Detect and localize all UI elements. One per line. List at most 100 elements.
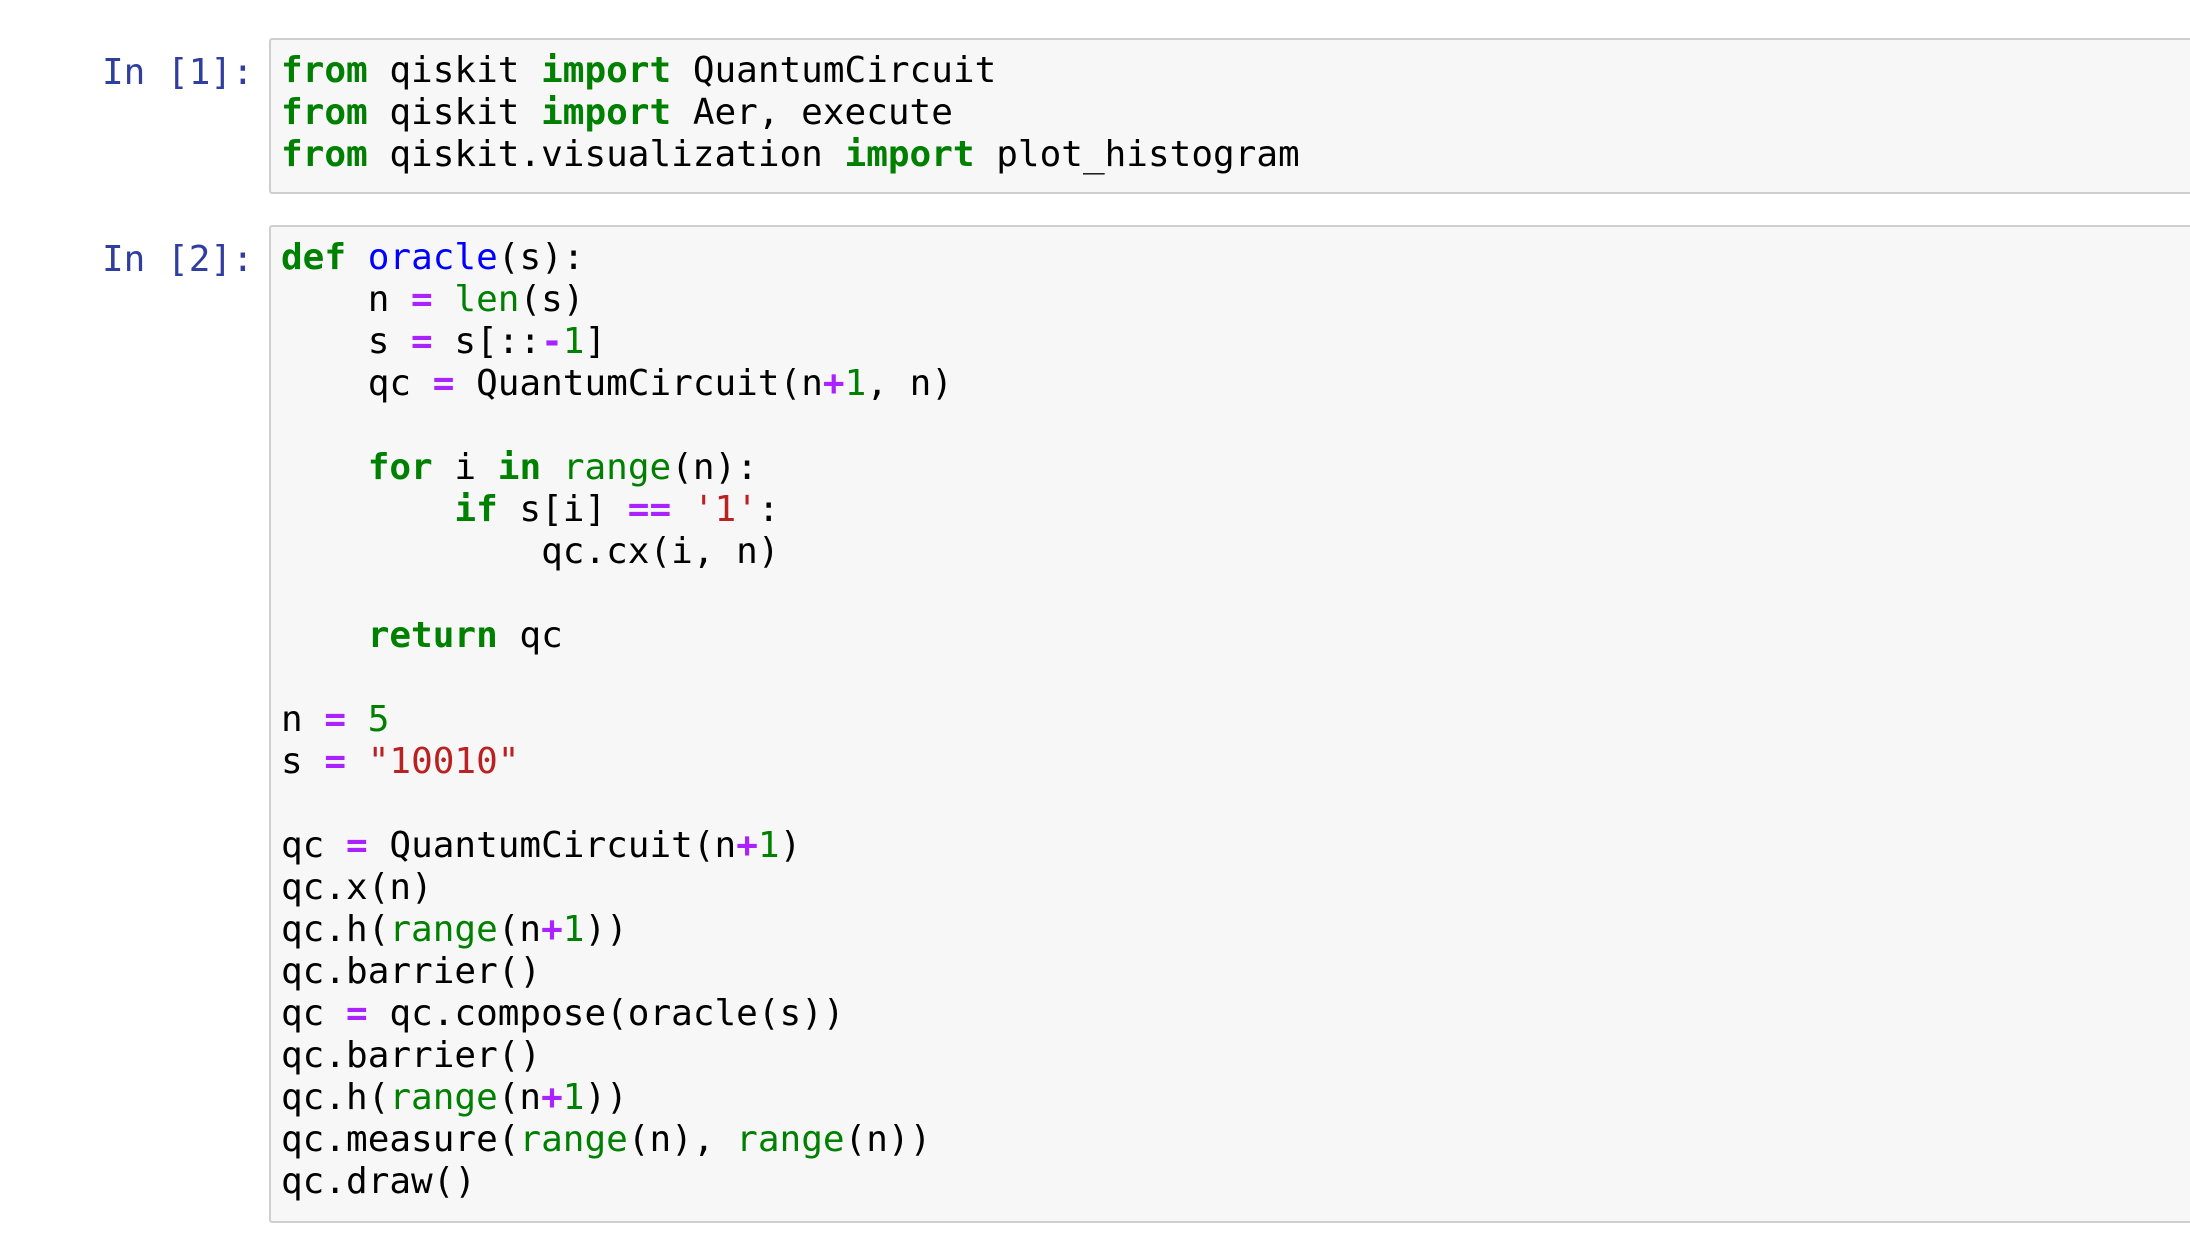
code-token: - (541, 321, 563, 362)
code-token: s[i] (497, 489, 628, 530)
code-token (346, 741, 368, 782)
code-token: (s): (497, 237, 585, 278)
code-token: from (281, 92, 368, 133)
code-token: = (324, 699, 347, 740)
code-token: from (281, 134, 368, 175)
code-token: 1 (844, 363, 867, 404)
code-line (281, 405, 2190, 447)
code-token (541, 447, 563, 488)
code-token: (n), (627, 1119, 737, 1160)
code-line: n = len(s) (281, 279, 2190, 321)
code-token: ] (584, 321, 607, 362)
code-line: if s[i] == '1': (281, 489, 2190, 531)
code-token: ) (779, 825, 802, 866)
code-line (281, 657, 2190, 699)
cell-prompt: In [2]: (102, 239, 254, 280)
code-token: = (411, 321, 433, 362)
code-line: from qiskit import Aer, execute (281, 92, 2190, 134)
code-line: for i in range(n): (281, 447, 2190, 489)
code-token: '1' (692, 489, 758, 530)
code-line (281, 783, 2190, 825)
code-token: if (454, 489, 498, 530)
code-token: QuantumCircuit(n (454, 363, 823, 404)
code-token: (s) (519, 279, 585, 320)
code-token: qiskit.visualization (367, 134, 845, 175)
code-token: = (324, 741, 347, 782)
code-token: )) (584, 909, 628, 950)
code-line: qc.x(n) (281, 867, 2190, 909)
code-token: "10010" (367, 741, 520, 782)
code-line: qc.measure(range(n), range(n)) (281, 1119, 2190, 1161)
code-line: qc = QuantumCircuit(n+1) (281, 825, 2190, 867)
code-token: for (367, 447, 433, 488)
code-token (281, 615, 368, 656)
code-line: qc.h(range(n+1)) (281, 909, 2190, 951)
code-token (671, 489, 693, 530)
code-token: qc.h( (281, 909, 390, 950)
code-token: qc.barrier() (281, 1035, 542, 1076)
code-token: QuantumCircuit(n (367, 825, 737, 866)
code-token: 1 (562, 1077, 585, 1118)
code-token: n (281, 279, 412, 320)
code-token: qc.cx(i, n) (281, 531, 780, 572)
code-token: import (541, 50, 672, 91)
code-token: qc (281, 825, 347, 866)
code-token (281, 489, 454, 530)
code-token: = (411, 279, 433, 320)
code-token: QuantumCircuit (671, 50, 997, 91)
code-token: range (389, 1077, 498, 1118)
code-token: (n (497, 1077, 542, 1118)
code-token: qc.x(n) (281, 867, 433, 908)
code-line (281, 573, 2190, 615)
code-token: 1 (562, 321, 585, 362)
code-token: len (454, 279, 520, 320)
code-token: range (519, 1119, 628, 1160)
code-token: i (432, 447, 498, 488)
code-token: qiskit (367, 92, 542, 133)
code-token: plot_histogram (974, 134, 1300, 175)
code-token: s (281, 321, 412, 362)
code-token: Aer, execute (671, 92, 953, 133)
code-token: : (757, 489, 780, 530)
code-token: range (562, 447, 672, 488)
code-editor[interactable]: def oracle(s): n = len(s) s = s[::-1] qc… (269, 225, 2190, 1223)
code-line: qc.barrier() (281, 951, 2190, 993)
code-line: s = s[::-1] (281, 321, 2190, 363)
code-line: def oracle(s): (281, 237, 2190, 279)
code-token: + (822, 363, 845, 404)
code-token: s (281, 741, 325, 782)
code-token (433, 279, 455, 320)
code-token: = (346, 993, 368, 1034)
code-token: in (497, 447, 542, 488)
code-token: s[:: (432, 321, 542, 362)
code-token: (n)) (844, 1119, 932, 1160)
code-line: qc.h(range(n+1)) (281, 1077, 2190, 1119)
code-token: + (541, 1077, 563, 1118)
code-token: qc.h( (281, 1077, 390, 1118)
code-token: range (389, 909, 498, 950)
code-token: 5 (367, 699, 390, 740)
cell-prompt: In [1]: (102, 52, 254, 93)
code-token: , n) (866, 363, 953, 404)
code-token: qc.compose(oracle(s)) (367, 993, 845, 1034)
code-line: qc.draw() (281, 1161, 2190, 1203)
code-token: qc (497, 615, 563, 656)
code-token: n (281, 699, 325, 740)
code-token: = (432, 363, 455, 404)
code-line: qc = QuantumCircuit(n+1, n) (281, 363, 2190, 405)
code-line: qc.barrier() (281, 1035, 2190, 1077)
code-token: qc (281, 363, 433, 404)
code-token: 1 (757, 825, 780, 866)
code-line: from qiskit import QuantumCircuit (281, 50, 2190, 92)
code-token: qc (281, 993, 347, 1034)
code-line: return qc (281, 615, 2190, 657)
code-token: qc.draw() (281, 1161, 477, 1202)
code-token: (n (497, 909, 542, 950)
code-token: 1 (562, 909, 585, 950)
code-token: + (736, 825, 758, 866)
code-line: from qiskit.visualization import plot_hi… (281, 134, 2190, 176)
code-line: qc.cx(i, n) (281, 531, 2190, 573)
code-token: == (627, 489, 672, 530)
code-token (281, 447, 368, 488)
